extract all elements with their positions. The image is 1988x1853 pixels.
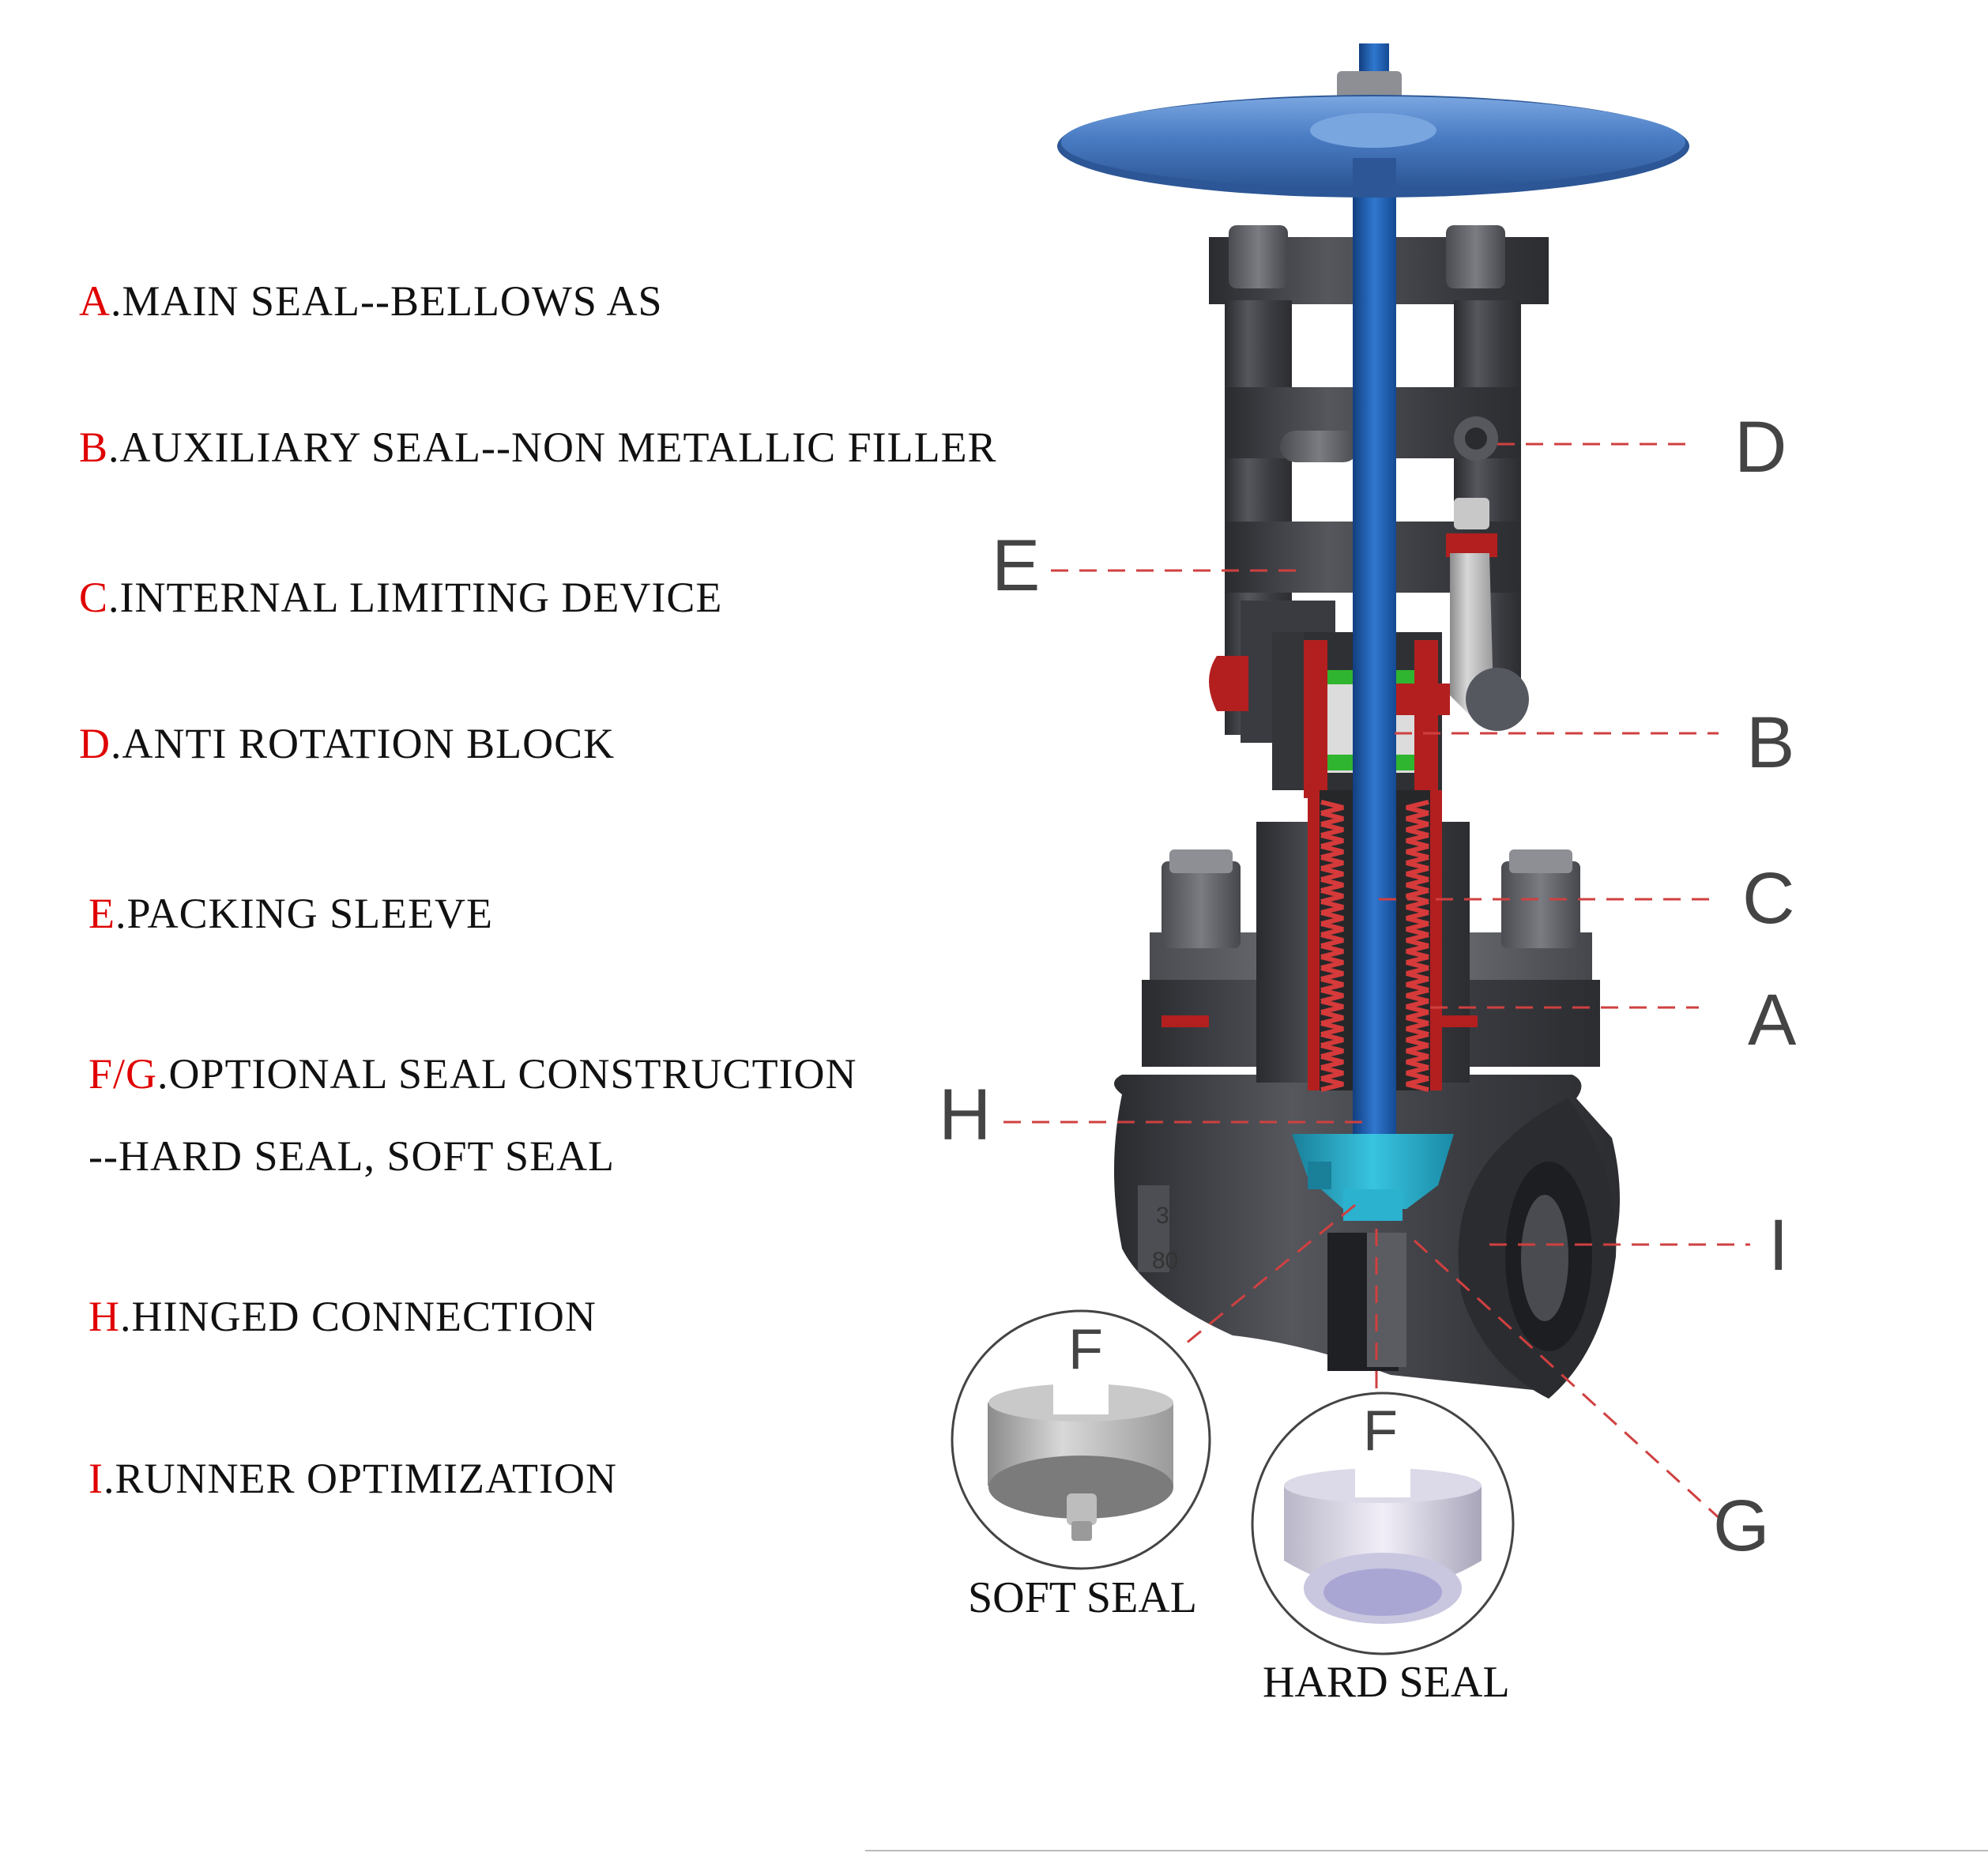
callout-i: I: [1768, 1205, 1789, 1286]
bellows-fold: [1320, 833, 1429, 849]
legend: A.MAIN SEAL--BELLOWS AS B.AUXILIARY SEAL…: [79, 277, 997, 1502]
bellows-fold: [1320, 800, 1429, 815]
svg-text:80: 80: [1152, 1248, 1178, 1274]
bellows-fold: [1320, 955, 1429, 970]
callout-d: D: [1734, 407, 1787, 488]
callout-a: A: [1748, 980, 1797, 1060]
legend-item-i: I.RUNNER OPTIMIZATION: [88, 1455, 617, 1502]
callout-e: E: [992, 525, 1040, 606]
callout-h: H: [939, 1075, 991, 1155]
bellows-fold: [1320, 932, 1429, 948]
legend-item-fg-sub: --HARD SEAL, SOFT SEAL: [88, 1132, 616, 1180]
bellows-fold: [1320, 1010, 1429, 1026]
bellows-fold: [1320, 1032, 1429, 1048]
hard-seal-inset: F HARD SEAL: [1251, 1392, 1515, 1707]
bellows-fold: [1320, 921, 1429, 937]
svg-text:3: 3: [1156, 1203, 1169, 1229]
legend-item-c: C.INTERNAL LIMITING DEVICE: [79, 574, 723, 621]
soft-seal-disc: [988, 1375, 1173, 1541]
bellows-fold: [1320, 977, 1429, 992]
stem: [1337, 43, 1402, 1142]
bellows-fold: [1320, 899, 1429, 915]
handwheel: [1057, 95, 1689, 198]
bellows-fold: [1320, 844, 1429, 860]
legend-item-d: D.ANTI ROTATION BLOCK: [79, 720, 616, 767]
bellows-fold: [1320, 1054, 1429, 1070]
hard-seal-disc: [1284, 1458, 1482, 1624]
bellows-fold: [1320, 1021, 1429, 1037]
callout-f-soft: F: [1068, 1318, 1103, 1381]
leader-g: [1413, 1239, 1724, 1523]
callout-c: C: [1742, 858, 1794, 939]
bellows-fold: [1320, 943, 1429, 959]
bellows-fold: [1320, 988, 1429, 1004]
valve-body: [1114, 1075, 1620, 1399]
soft-seal-inset: F SOFT SEAL: [951, 1309, 1211, 1622]
bellows-fold: [1320, 1065, 1429, 1081]
bellows-fold: [1320, 999, 1429, 1015]
body-marking: 3 80: [1152, 1203, 1178, 1274]
callout-g: G: [1713, 1486, 1770, 1566]
legend-item-fg: F/G.OPTIONAL SEAL CONSTRUCTION: [88, 1050, 857, 1098]
bellows-fold: [1320, 1076, 1429, 1092]
bellows-fold: [1320, 811, 1429, 827]
bellows-fold: [1320, 966, 1429, 981]
bellows-fold: [1320, 855, 1429, 871]
leader-f-soft: [1180, 1203, 1356, 1349]
bellows: [1320, 800, 1429, 1092]
callout-f-hard: F: [1363, 1399, 1398, 1463]
disc: [1292, 1134, 1454, 1221]
legend-item-a: A.MAIN SEAL--BELLOWS AS: [79, 277, 663, 325]
hard-seal-caption: HARD SEAL: [1263, 1658, 1510, 1707]
legend-item-h: H.HINGED CONNECTION: [88, 1293, 597, 1340]
soft-seal-caption: SOFT SEAL: [968, 1573, 1197, 1622]
gauge-tube: [1391, 498, 1529, 731]
bellows-fold: [1320, 1043, 1429, 1059]
bellows-fold: [1320, 822, 1429, 838]
legend-item-b: B.AUXILIARY SEAL--NON METALLIC FILLER: [79, 424, 997, 471]
leader-lines: [1003, 443, 1750, 1523]
legend-item-e: E.PACKING SLEEVE: [88, 890, 494, 937]
callouts: D E B C A H I G: [939, 407, 1797, 1566]
bellows-fold: [1320, 877, 1429, 893]
callout-b: B: [1746, 702, 1794, 783]
bellows-fold: [1320, 910, 1429, 926]
bellows-fold: [1320, 866, 1429, 882]
